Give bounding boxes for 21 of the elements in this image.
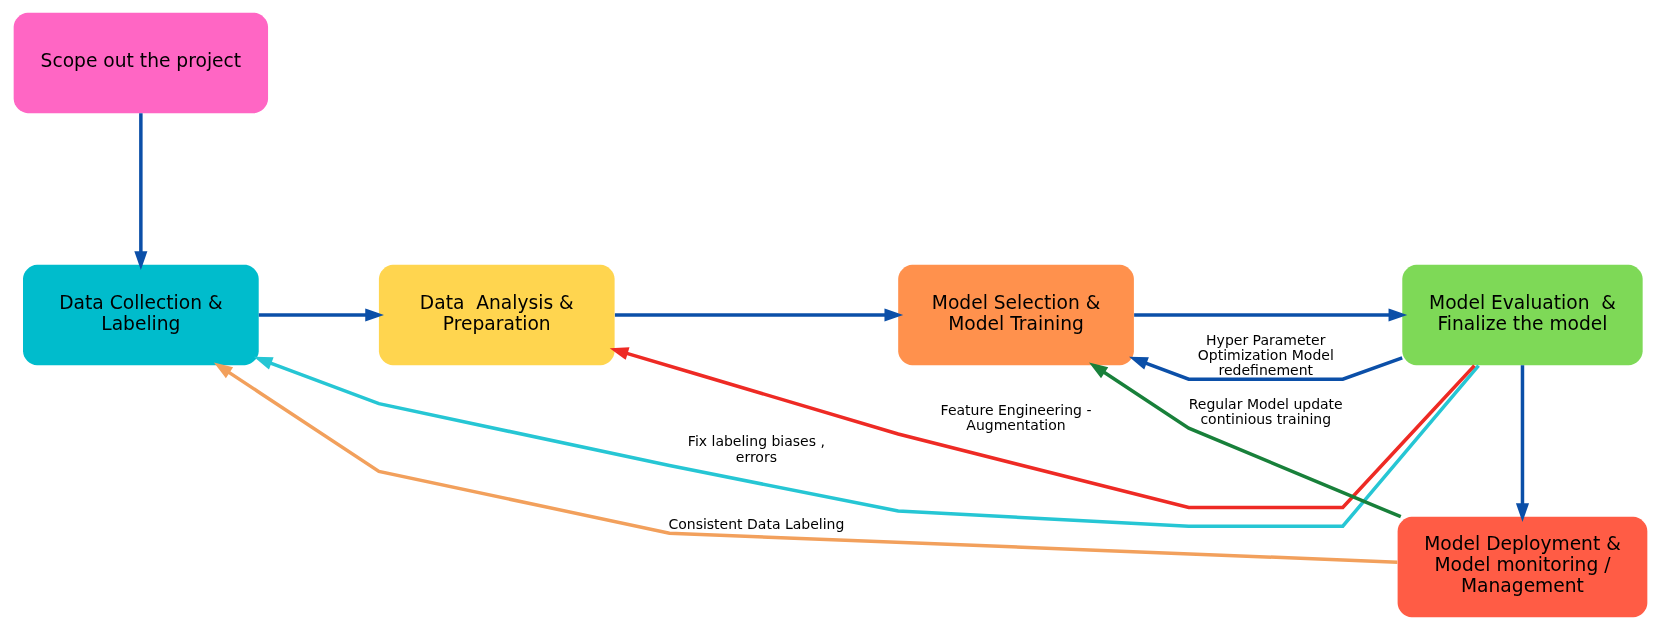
edge-label: Hyper Parameter Optimization Model redefinement <box>1197 331 1334 379</box>
node-box: Model Evaluation & Finalize the model <box>1402 264 1643 366</box>
arrow <box>258 308 384 322</box>
node-box: Model Deployment & Model monitoring / Management <box>1397 516 1648 618</box>
arrow <box>253 356 1480 528</box>
node-box: Scope out the project <box>13 12 269 114</box>
node-box: Data Collection & Labeling <box>23 264 259 366</box>
edge-label: Consistent Data Labeling <box>668 516 845 533</box>
edge-label: Fix labeling biases , errors <box>687 433 825 465</box>
node-box: Model Selection & Model Training <box>898 264 1134 366</box>
edge-label: Feature Engineering - Augmentation <box>940 401 1092 434</box>
edge-label: Regular Model update continious training <box>1188 396 1343 428</box>
arrow <box>1134 308 1408 322</box>
arrow <box>614 308 904 322</box>
arrow <box>213 362 1398 564</box>
arrow <box>1515 365 1530 522</box>
node-box: Data Analysis & Preparation <box>378 264 615 366</box>
arrow <box>609 347 1476 510</box>
arrow <box>1129 356 1403 381</box>
arrow <box>134 113 148 270</box>
arrow <box>1089 362 1402 519</box>
